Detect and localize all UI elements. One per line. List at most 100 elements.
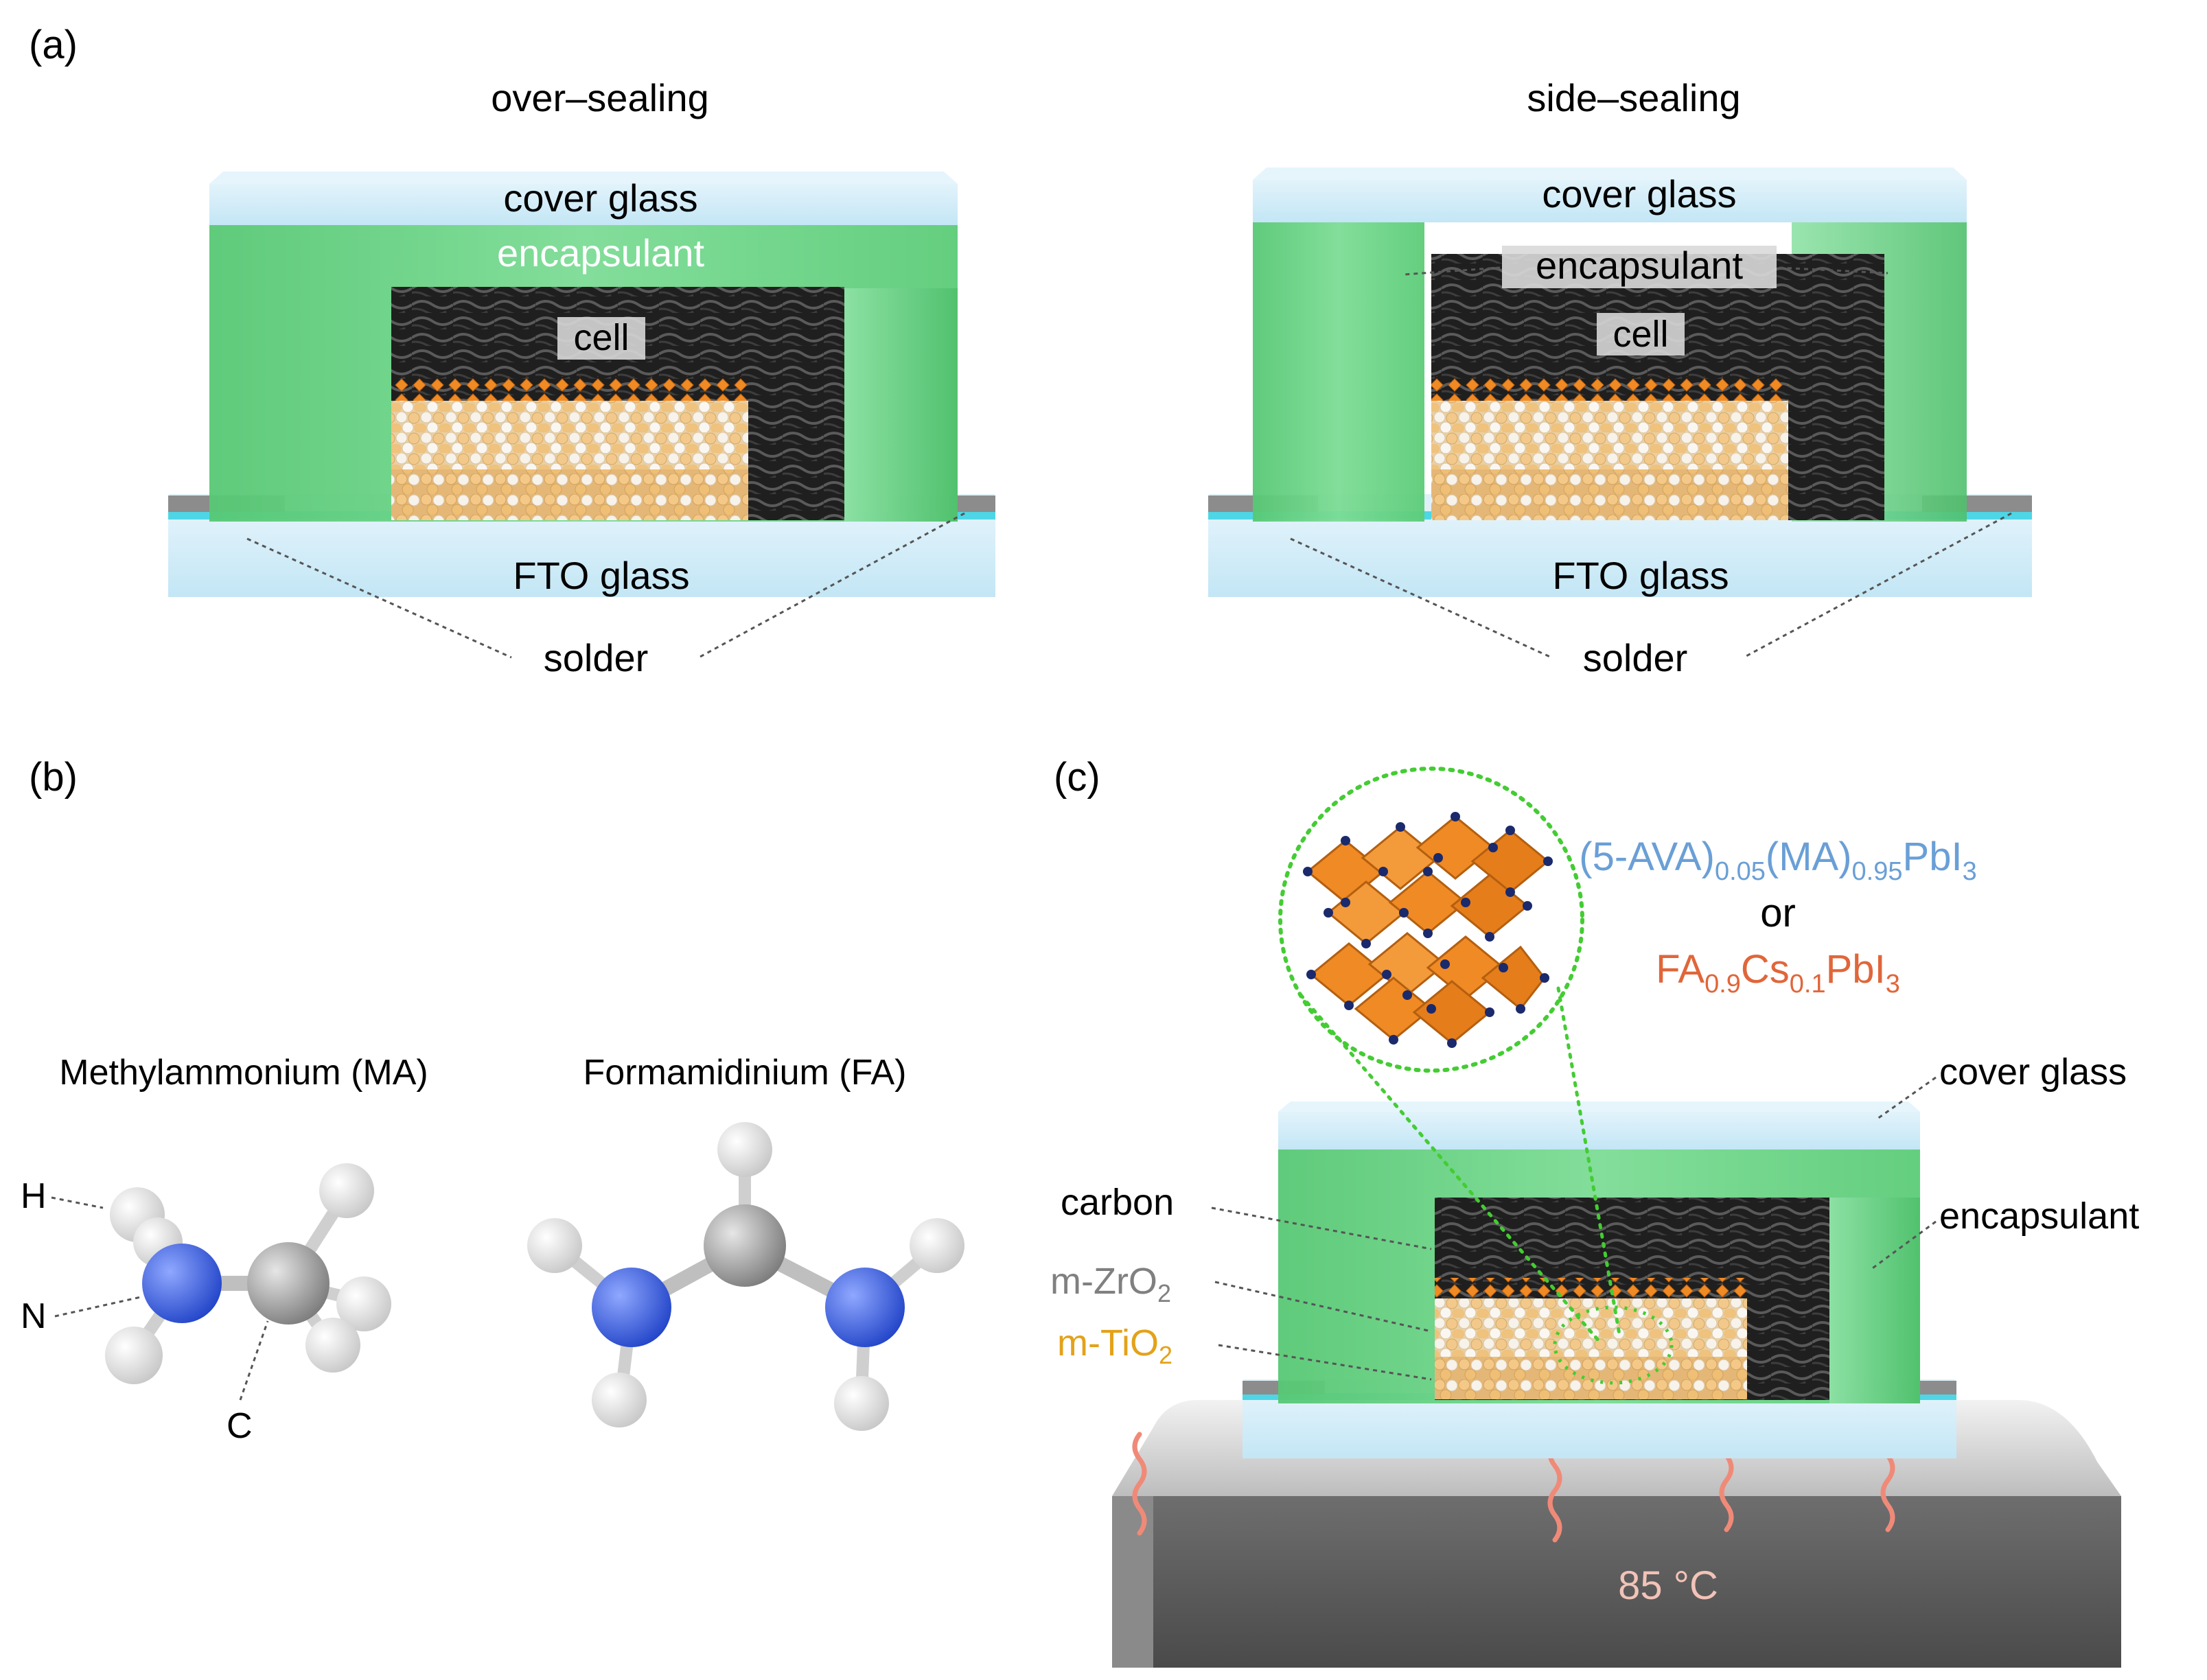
heat-wave	[1547, 1438, 1562, 1543]
cover-glass	[1253, 180, 1967, 222]
panel-b-label: (b)	[29, 755, 78, 800]
encapsulant-leader-right	[1779, 266, 1888, 275]
zoom-line	[1556, 986, 1622, 1340]
heat-wave	[1132, 1432, 1147, 1536]
encapsulant-label-bg	[1502, 246, 1777, 288]
encapsulant-right-face	[1829, 1198, 1920, 1403]
formula-part: PbI	[1903, 835, 1963, 879]
formula-subscript: 0.95	[1852, 857, 1903, 886]
hydrogen-atom	[336, 1276, 391, 1331]
formula-part: FA	[1656, 947, 1705, 992]
cover-glass-top	[1253, 167, 1967, 180]
nitrogen-atom	[142, 1244, 222, 1323]
hydrogen-atom	[717, 1122, 772, 1177]
cell-label: cell	[573, 317, 629, 358]
cover-glass-label: cover glass	[1939, 1051, 2127, 1093]
formula-or: or	[1760, 891, 1796, 935]
atom-c-label: C	[227, 1406, 253, 1446]
formula-subscript: 0.9	[1705, 970, 1741, 999]
tio2-subscript: 2	[1159, 1341, 1172, 1369]
crystal-zoom	[1278, 767, 1674, 1385]
atom-n-leader	[54, 1296, 141, 1318]
hydrogen-atom	[592, 1373, 647, 1427]
hydrogen-atom	[910, 1218, 964, 1273]
cover-glass-top	[209, 172, 958, 184]
hydrogen-atom	[834, 1376, 889, 1431]
formula-subscript: 0.1	[1790, 970, 1826, 999]
over-sealing-title: over–sealing	[491, 76, 709, 119]
zro2-subscript: 2	[1157, 1279, 1171, 1307]
hot-plate: 85 °C	[1112, 1400, 2121, 1668]
cell-label-bg	[557, 317, 645, 360]
cell-perovskite	[1435, 1278, 1747, 1298]
cover-glass-label: cover glass	[1542, 172, 1736, 215]
cell-perovskite	[1431, 376, 1788, 401]
cell-label: cell	[1613, 314, 1668, 355]
cover-glass	[209, 184, 958, 225]
carbon-atom	[704, 1204, 786, 1287]
hydrogen-atom	[319, 1163, 374, 1218]
cell-tio2	[1431, 469, 1788, 520]
hydrogen-atom	[105, 1327, 163, 1384]
formula-subscript: 0.05	[1715, 857, 1766, 886]
iodide-atoms	[1303, 812, 1553, 1048]
nitrogen-atom	[825, 1268, 905, 1347]
cell-tio2	[1435, 1357, 1747, 1399]
side-sealing-device: side–sealing cover glass encapsulant cel…	[1208, 76, 2032, 679]
solder-leader-left	[246, 537, 512, 659]
encapsulant-label: encapsulant	[497, 231, 704, 275]
solder-label: solder	[544, 636, 649, 679]
carbon-label: carbon	[1061, 1182, 1174, 1223]
atom-h-leader	[51, 1196, 104, 1209]
formula-part: (5-AVA)	[1579, 835, 1715, 879]
fto-glass-label: FTO glass	[513, 554, 689, 597]
panel-a-label: (a)	[29, 23, 78, 67]
cover-glass-top	[1278, 1101, 1920, 1112]
cell-zro2	[391, 401, 748, 469]
solder-label: solder	[1583, 636, 1688, 679]
nitrogen-atom	[592, 1268, 671, 1347]
atom-n-label: N	[21, 1296, 47, 1336]
fa-molecule	[527, 1122, 964, 1431]
solder-leader-right	[698, 512, 965, 659]
encapsulant-label: encapsulant	[1536, 244, 1743, 287]
formula-part: PbI	[1826, 947, 1886, 992]
atom-h-label: H	[21, 1176, 47, 1216]
formula-part: (MA)	[1766, 835, 1852, 879]
hydrogen-atom	[305, 1318, 360, 1373]
cell-label-bg	[1597, 313, 1685, 355]
temperature-label: 85 °C	[1618, 1563, 1718, 1608]
fto-glass	[168, 511, 995, 597]
cover-glass-label: cover glass	[503, 176, 697, 220]
fto-glass-label: FTO glass	[1552, 554, 1729, 597]
formula-ava-ma: (5-AVA)0.05(MA)0.95PbI3	[1579, 835, 1976, 886]
formula-subscript: 3	[1886, 970, 1900, 999]
cell-zro2	[1435, 1298, 1747, 1357]
device-c	[1243, 1101, 1956, 1458]
perovskite-octahedra	[1306, 815, 1550, 1045]
cell-tio2	[391, 469, 748, 520]
hot-plate-front	[1112, 1496, 2121, 1668]
hot-plate-left-face	[1112, 1496, 1153, 1668]
cell-zro2	[1431, 401, 1788, 469]
fto-glass	[1208, 511, 2032, 597]
cell-perovskite	[391, 376, 748, 401]
formula-part: Cs	[1741, 947, 1790, 992]
zro2-label: m-ZrO2	[1050, 1261, 1171, 1307]
cover-glass-leader	[1877, 1076, 1937, 1120]
tio2-leader	[1218, 1344, 1432, 1381]
tio2-text: m-TiO	[1057, 1322, 1159, 1364]
zro2-text: m-ZrO	[1050, 1261, 1157, 1302]
zro2-leader	[1214, 1281, 1432, 1333]
cover-glass	[1278, 1112, 1920, 1150]
tio2-label: m-TiO2	[1057, 1322, 1172, 1369]
carbon-atom	[247, 1242, 330, 1325]
encapsulant-label: encapsulant	[1939, 1195, 2139, 1237]
encapsulant-leader	[1870, 1220, 1937, 1271]
zoom-region	[1553, 1305, 1674, 1385]
panel-c-label: (c)	[1054, 755, 1100, 800]
side-sealing-title: side–sealing	[1527, 76, 1740, 119]
solder-leader-right	[1743, 512, 2012, 659]
encapsulant-right-face	[844, 288, 958, 522]
